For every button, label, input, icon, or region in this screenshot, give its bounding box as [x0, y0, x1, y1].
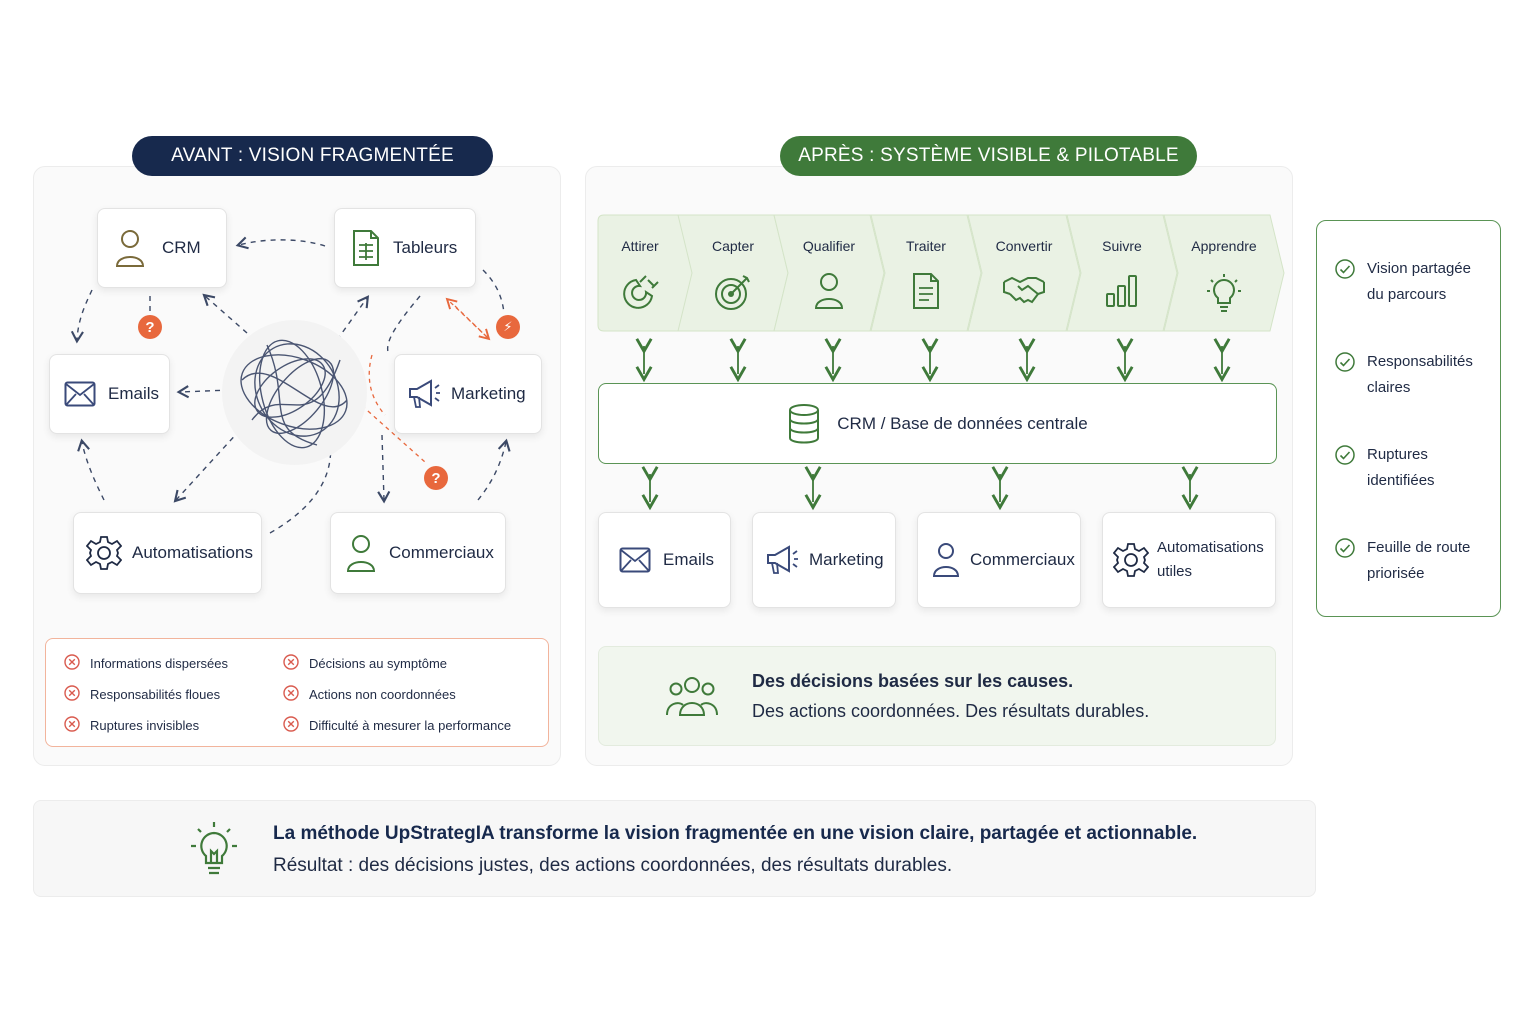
question-badge: ? [138, 315, 162, 339]
problem-item: Actions non coordonnées [283, 685, 456, 704]
footer-headline: La méthode UpStrategIA transforme la vis… [273, 823, 1198, 844]
x-circle-icon [64, 716, 80, 735]
x-circle-icon [283, 654, 299, 673]
automatisations-node[interactable]: Automatisations [73, 512, 262, 594]
x-circle-icon [64, 654, 80, 673]
document-icon [885, 272, 967, 310]
tableurs-label: Tableurs [393, 238, 458, 257]
summary-text: Des actions coordonnées. Des résultats d… [752, 701, 1150, 721]
x-circle-icon [64, 685, 80, 704]
emails-label: Emails [108, 384, 160, 403]
lightbulb-icon [186, 819, 242, 884]
central-crm[interactable]: CRM / Base de données centrale [598, 383, 1277, 464]
tool-commerciaux[interactable]: Commerciaux [917, 512, 1081, 608]
user-icon [114, 228, 146, 268]
benefit-item: Responsabilités claires [1335, 349, 1489, 401]
benefit-item: Ruptures identifiées [1335, 442, 1467, 494]
megaphone-icon [407, 378, 441, 410]
user-icon [788, 272, 870, 310]
automatisations-label: Automatisations [132, 543, 253, 562]
user-icon [345, 533, 377, 573]
check-circle-icon [1335, 349, 1355, 401]
footer-result: Résultat : des décisions justes, des act… [273, 855, 953, 876]
step-traiter[interactable]: Traiter [885, 214, 981, 332]
check-circle-icon [1335, 535, 1355, 587]
user-icon [932, 542, 960, 578]
marketing-label: Marketing [451, 384, 526, 403]
lightbulb-icon [1178, 272, 1270, 312]
after-title: APRÈS : SYSTÈME VISIBLE & PILOTABLE [780, 136, 1197, 176]
crm-node[interactable]: CRM [97, 208, 227, 288]
megaphone-icon [765, 544, 799, 576]
check-circle-icon [1335, 256, 1355, 308]
tool-emails[interactable]: Emails [598, 512, 731, 608]
step-apprendre[interactable]: Apprendre [1178, 214, 1284, 332]
envelope-icon [64, 381, 96, 407]
step-convertir[interactable]: Convertir [982, 214, 1080, 332]
before-title: AVANT : VISION FRAGMENTÉE [132, 136, 493, 176]
magnet-icon [598, 272, 682, 312]
problem-item: Décisions au symptôme [283, 654, 447, 673]
database-icon [787, 403, 821, 444]
problem-item: Difficulté à mesurer la performance [283, 716, 511, 735]
summary-bold: Des décisions basées sur les causes. [752, 671, 1074, 691]
benefits-box: Vision partagée du parcours Responsabili… [1316, 220, 1501, 617]
problem-item: Informations dispersées [64, 654, 228, 673]
gear-icon [86, 535, 122, 571]
question-badge: ? [424, 466, 448, 490]
tool-automatisations[interactable]: Automatisations utiles [1102, 512, 1276, 608]
benefit-item: Feuille de route priorisée [1335, 535, 1489, 587]
check-circle-icon [1335, 442, 1355, 494]
envelope-icon [619, 547, 651, 573]
step-qualifier[interactable]: Qualifier [788, 214, 884, 332]
footer-banner: La méthode UpStrategIA transforme la vis… [33, 800, 1316, 897]
problem-item: Responsabilités floues [64, 685, 220, 704]
tableurs-node[interactable]: Tableurs [334, 208, 476, 288]
step-attirer[interactable]: Attirer [598, 214, 696, 332]
alert-badge: ⚡ [496, 315, 520, 339]
emails-node[interactable]: Emails [49, 354, 170, 434]
target-icon [692, 272, 774, 312]
tool-marketing[interactable]: Marketing [752, 512, 896, 608]
gear-icon [1113, 542, 1149, 578]
handshake-icon [982, 272, 1066, 306]
spreadsheet-icon [351, 229, 381, 267]
x-circle-icon [283, 685, 299, 704]
commerciaux-label: Commerciaux [389, 543, 494, 562]
benefit-item: Vision partagée du parcours [1335, 256, 1489, 308]
central-crm-label: CRM / Base de données centrale [837, 413, 1088, 433]
x-circle-icon [283, 716, 299, 735]
after-summary: Des décisions basées sur les causes. Des… [598, 646, 1276, 746]
commerciaux-node[interactable]: Commerciaux [330, 512, 506, 594]
marketing-node[interactable]: Marketing [394, 354, 542, 434]
team-icon [665, 675, 719, 722]
crm-label: CRM [162, 238, 201, 257]
problem-item: Ruptures invisibles [64, 716, 199, 735]
tangle-icon [222, 320, 367, 465]
problems-box: Informations dispersées Responsabilités … [45, 638, 549, 747]
step-capter[interactable]: Capter [692, 214, 788, 332]
step-suivre[interactable]: Suivre [1081, 214, 1177, 332]
bar-chart-icon [1081, 272, 1163, 308]
